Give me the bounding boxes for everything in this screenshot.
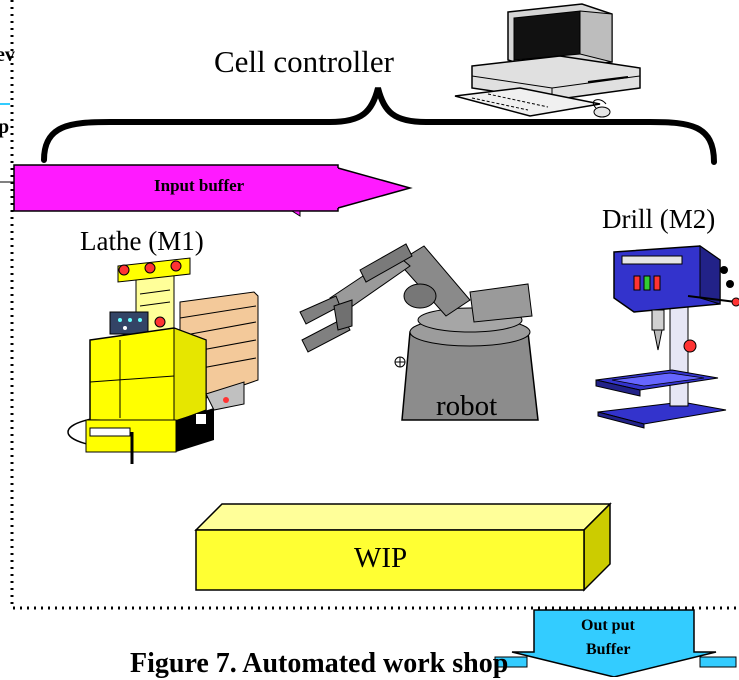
wip-label: WIP — [354, 542, 408, 574]
controller-brace — [41, 87, 717, 165]
edge-fragment-p: p — [0, 116, 10, 138]
wip-bar — [194, 502, 612, 592]
drill-label: Drill (M2) — [602, 204, 716, 234]
output-buffer-label-2: Buffer — [586, 641, 631, 658]
figure-caption: Figure 7. Automated work shop — [130, 648, 509, 679]
drill-press-icon — [595, 245, 739, 429]
edge-fragment-ev: ev — [0, 44, 15, 66]
desktop-computer-icon — [454, 3, 641, 118]
input-buffer-label: Input buffer — [154, 176, 245, 195]
robot-arm-icon — [299, 243, 539, 421]
cell-boundary — [10, 0, 739, 610]
robot-label: robot — [436, 390, 498, 422]
cell-controller-label: Cell controller — [214, 44, 394, 79]
output-buffer-label-1: Out put — [581, 617, 635, 634]
output-buffer-arrow — [511, 609, 717, 677]
lathe-machine-icon — [67, 257, 259, 464]
lathe-label: Lathe (M1) — [80, 226, 204, 256]
